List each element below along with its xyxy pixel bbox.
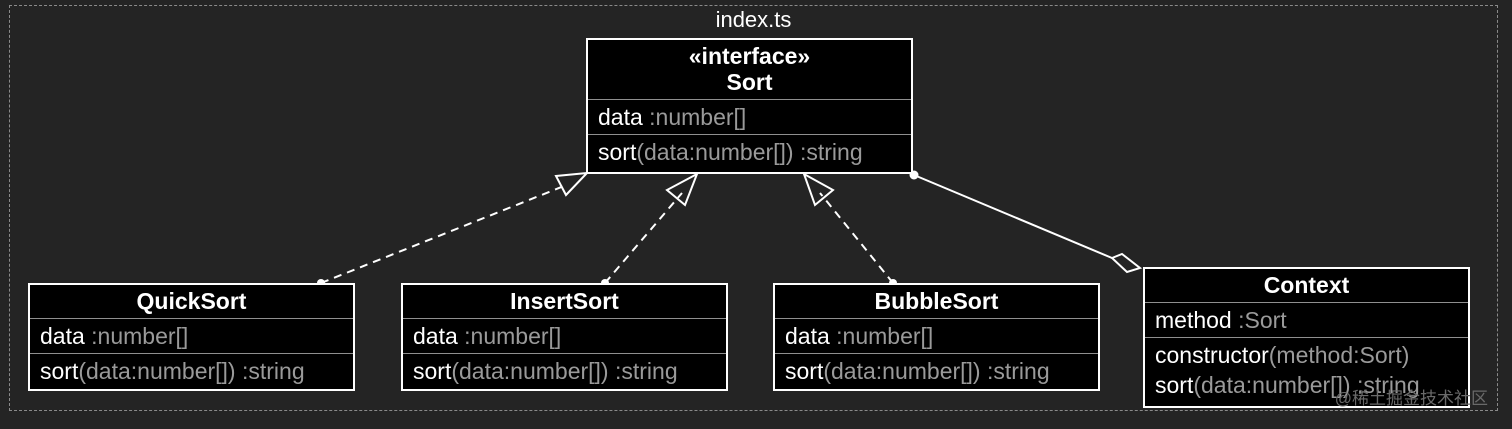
package-title: index.ts: [715, 7, 792, 32]
operations-compartment: sort(data:number[]) :string: [403, 353, 726, 388]
class-sort-header: «interface» Sort: [588, 40, 911, 99]
package-frame: index.ts: [9, 5, 1498, 411]
operation: sort(data:number[]) :string: [413, 358, 678, 384]
attribute: data :number[]: [785, 323, 934, 349]
operation: sort(data:number[]) :string: [598, 139, 863, 165]
operation: sort(data:number[]) :string: [1155, 372, 1420, 398]
realization-arrowhead: [665, 171, 699, 207]
attributes-compartment: method :Sort: [1145, 302, 1468, 337]
attributes-compartment: data :number[]: [403, 318, 726, 353]
operation: constructor(method:Sort): [1155, 342, 1410, 368]
relation-quicksort-sort: [317, 171, 590, 287]
relation-insertsort-sort: [601, 171, 699, 287]
attributes-compartment: data :number[]: [775, 318, 1098, 353]
class-name: QuickSort: [136, 288, 247, 314]
watermark: @稀土掘金技术社区: [1334, 389, 1488, 408]
stereotype-label: «interface»: [688, 43, 811, 69]
operations-compartment: sort(data:number[]) :string: [588, 134, 911, 169]
class-context[interactable]: Context method :Sort constructor(method:…: [1143, 267, 1470, 408]
class-bubblesort-header: BubbleSort: [775, 285, 1098, 318]
realization-arrowhead: [554, 171, 590, 197]
relation-bubblesort-sort: [802, 171, 897, 287]
class-name: Context: [1263, 272, 1350, 298]
class-quicksort-header: QuickSort: [30, 285, 353, 318]
class-quicksort[interactable]: QuickSort data :number[] sort(data:numbe…: [28, 283, 355, 391]
class-insertsort-header: InsertSort: [403, 285, 726, 318]
class-bubblesort[interactable]: BubbleSort data :number[] sort(data:numb…: [773, 283, 1100, 391]
operation: sort(data:number[]) :string: [785, 358, 1050, 384]
operations-compartment: sort(data:number[]) :string: [775, 353, 1098, 388]
operation: sort(data:number[]) :string: [40, 358, 305, 384]
class-sort[interactable]: «interface» Sort data :number[] sort(dat…: [586, 38, 913, 174]
attributes-compartment: data :number[]: [588, 99, 911, 134]
class-context-header: Context: [1145, 269, 1468, 302]
attribute: method :Sort: [1155, 307, 1287, 333]
class-insertsort[interactable]: InsertSort data :number[] sort(data:numb…: [401, 283, 728, 391]
attribute: data :number[]: [598, 104, 747, 130]
operations-compartment: constructor(method:Sort) sort(data:numbe…: [1145, 337, 1468, 402]
class-name: Sort: [726, 69, 773, 95]
aggregation-diamond: [1110, 252, 1143, 274]
attributes-compartment: data :number[]: [30, 318, 353, 353]
attribute: data :number[]: [40, 323, 189, 349]
operations-compartment: sort(data:number[]) :string: [30, 353, 353, 388]
class-name: BubbleSort: [874, 288, 999, 314]
attribute: data :number[]: [413, 323, 562, 349]
realization-arrowhead: [802, 171, 835, 207]
class-name: InsertSort: [510, 288, 619, 314]
relation-context-sort: [909, 170, 1143, 274]
